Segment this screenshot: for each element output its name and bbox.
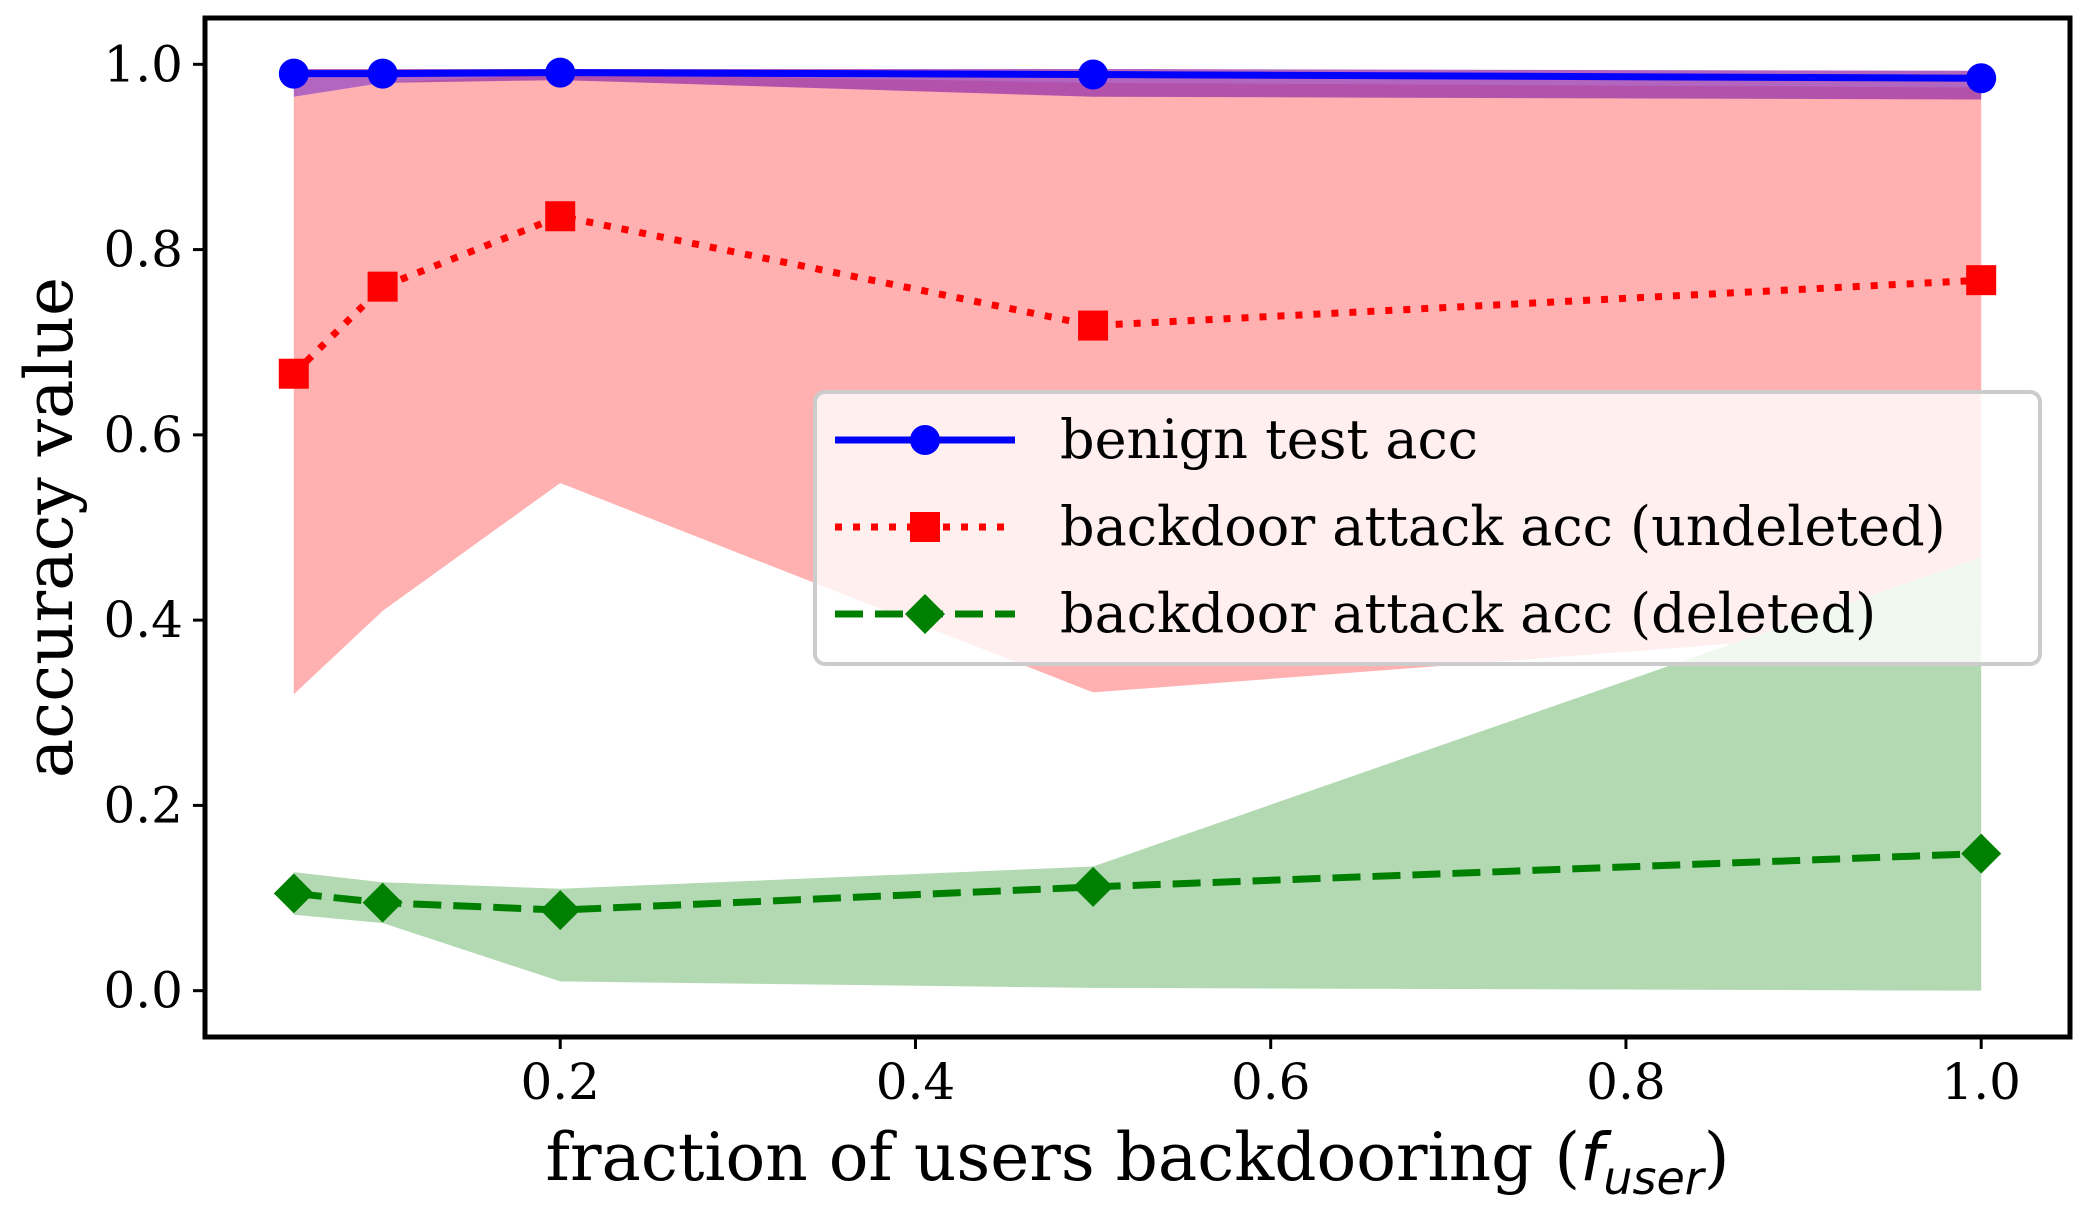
marker-backdoor-attack-acc-deleted [1073, 866, 1114, 907]
marker-benign-test-acc [1078, 59, 1109, 90]
marker-benign-test-acc [1966, 63, 1997, 94]
marker-backdoor-attack-acc-deleted [1961, 833, 2002, 874]
band-backdoor-attack-acc-deleted [293, 557, 1982, 991]
y-tick-label: 0.8 [103, 221, 183, 279]
legend-marker-benign-test-acc [910, 425, 940, 455]
marker-backdoor-attack-acc-undeleted [1966, 265, 1997, 296]
x-axis-label-subscript: user [1603, 1151, 1706, 1205]
y-tick-label: 0.4 [103, 591, 183, 649]
marker-backdoor-attack-acc-undeleted [278, 358, 309, 389]
x-axis-label: fraction of users backdooring (fuser) [546, 1119, 1730, 1205]
x-tick-label: 0.4 [876, 1053, 956, 1111]
x-tick-label: 1.0 [1941, 1053, 2021, 1111]
y-axis-label: accuracy value [11, 277, 88, 778]
marker-backdoor-attack-acc-deleted [540, 890, 581, 931]
legend-label-benign-test-acc: benign test acc [1060, 408, 1478, 471]
marker-backdoor-attack-acc-undeleted [1078, 310, 1109, 341]
plot-frame [202, 15, 2073, 1040]
x-tick-label: 0.6 [1231, 1053, 1311, 1111]
x-axis-label-text: fraction of users backdooring ( [546, 1119, 1581, 1196]
marker-backdoor-attack-acc-deleted [362, 882, 403, 923]
y-tick-label: 0.0 [103, 962, 183, 1020]
marker-benign-test-acc [545, 57, 576, 88]
axes: 0.2 0.4 0.6 0.8 1.0 0.0 0.2 0.4 0.6 0.8 1.0 fractio… [11, 15, 2073, 1205]
legend-marker-backdoor-attack-acc-undeleted [910, 512, 940, 542]
y-tick-label: 1.0 [103, 35, 183, 93]
series-markers [273, 57, 2002, 931]
legend-label-backdoor-attack-acc-deleted: backdoor attack acc (deleted) [1060, 582, 1876, 645]
legend-box [813, 390, 2042, 666]
legend: benign test acc backdoor attack acc (unde… [813, 390, 2042, 666]
x-axis-label-close: ) [1704, 1119, 1730, 1196]
x-tick-label: 0.2 [520, 1053, 600, 1111]
marker-benign-test-acc [367, 58, 398, 89]
legend-label-backdoor-attack-acc-undeleted: backdoor attack acc (undeleted) [1060, 495, 1946, 558]
x-tick-label: 0.8 [1586, 1053, 1666, 1111]
y-tick-label: 0.6 [103, 406, 183, 464]
marker-backdoor-attack-acc-undeleted [367, 271, 398, 302]
y-tick-label: 0.2 [103, 776, 183, 834]
marker-backdoor-attack-acc-undeleted [545, 201, 576, 232]
legend-marker-backdoor-attack-acc-deleted [905, 594, 945, 634]
line-backdoor-attack-acc-undeleted [291, 212, 1982, 377]
marker-backdoor-attack-acc-deleted [273, 873, 314, 914]
marker-benign-test-acc [278, 58, 309, 89]
